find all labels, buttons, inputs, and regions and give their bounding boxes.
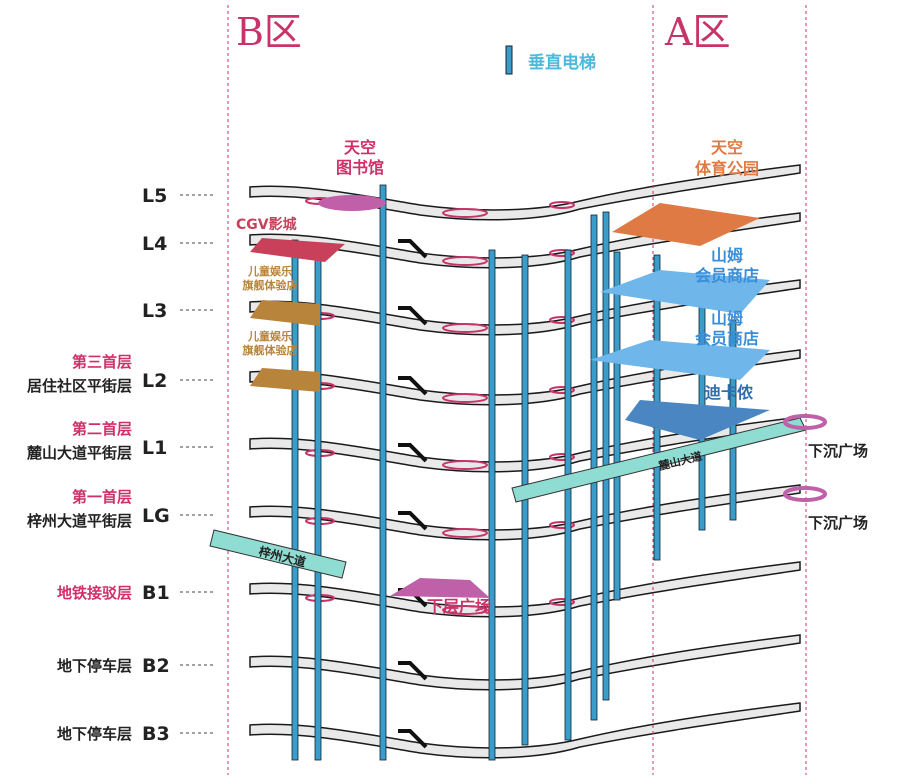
elevator-legend-label: 垂直电梯 [528,52,596,73]
atrium-void-icon [442,208,488,218]
atrium-void-icon [442,460,488,470]
kids-label-l2: 儿童娱乐旗舰体验店 [243,329,298,357]
elevator-column [564,249,572,741]
atrium-void-icon [442,256,488,266]
floor-code-l4: L4 [142,233,167,255]
atrium-void-icon [549,316,575,324]
floor-code-l2: L2 [142,370,167,392]
escalator-icon [398,306,428,326]
elevator-column [291,239,299,761]
elevator-legend-icon [505,45,513,75]
sams-area-l3 [590,340,770,380]
floor-slab-l5 [249,164,801,221]
atrium-void-icon [442,528,488,538]
atrium-void-icon [549,453,575,461]
floor-slabs [249,164,801,759]
floor-code-b2: B2 [142,655,170,677]
cgv-area [250,238,345,262]
floor-code-b3: B3 [142,723,170,745]
lower-plaza-area [390,578,490,598]
floor-note: 地下停车层 [57,725,132,743]
atrium-void-icon [442,323,488,333]
elevator-column [488,249,496,761]
floor-note-pink: 第一首层 [72,488,132,506]
sky-library-area [318,195,386,211]
floor-code-l3: L3 [142,300,167,322]
sams-label-l3: 山姆会员商店 [695,309,759,348]
floor-code-l5: L5 [142,185,167,207]
kids-area-l3 [250,300,320,326]
elevator-column [602,211,610,701]
kids-label-l3: 儿童娱乐旗舰体验店 [243,264,298,292]
zone-b-label: B区 [236,10,302,54]
escalator-icon [398,376,428,396]
zizhou-road [209,529,347,579]
atrium-void-icon [549,201,575,209]
escalator-icon [398,443,428,463]
sunken-plaza-1-label: 下沉广场 [808,442,868,460]
floor-code-l1: L1 [142,437,167,459]
escalator-icon [398,511,428,531]
decathlon-area [625,400,770,440]
elevator-column [613,251,621,601]
decathlon-label: 迪卡侬 [705,383,754,402]
floor-note-pink: 地铁接驳层 [57,584,132,602]
sunken-plaza-2-icon [783,486,827,502]
floor-code-b1: B1 [142,582,170,604]
floor-code-lg: LG [142,505,170,527]
sunken-plaza-1-icon [783,414,827,430]
atrium-void-icon [549,598,575,606]
sky-park-label: 天空体育公园 [695,138,759,178]
sky-library-label: 天空图书馆 [336,138,384,177]
kids-area-l2 [250,368,320,392]
escalator-icon [398,239,428,259]
floor-note: 梓州大道平街层 [27,512,132,530]
cgv-label: CGV影城 [236,216,297,233]
floor-note-pink: 第三首层 [72,353,132,371]
floor-note: 麓山大道平街层 [27,444,132,462]
sams-area-l4 [600,270,770,314]
floor-note: 地下停车层 [57,657,132,675]
atrium-void-icon [442,605,488,615]
escalator-icon [398,729,428,749]
floor-note-pink: 第二首层 [72,420,132,438]
sky-park-area [612,203,760,246]
atrium-void-icon [549,386,575,394]
sams-label-l4: 山姆会员商店 [695,246,759,285]
zone-a-label: A区 [664,10,730,54]
escalator-icon [398,661,428,681]
atrium-void-icon [442,393,488,403]
lower-plaza-label: 下层广场 [427,597,491,616]
atrium-void-icon [549,249,575,257]
lushan-road [511,417,807,503]
elevator-column [379,184,387,761]
floor-note: 居住社区平街层 [27,377,132,395]
atrium-void-icon [549,521,575,529]
sunken-plaza-2-label: 下沉广场 [808,514,868,532]
